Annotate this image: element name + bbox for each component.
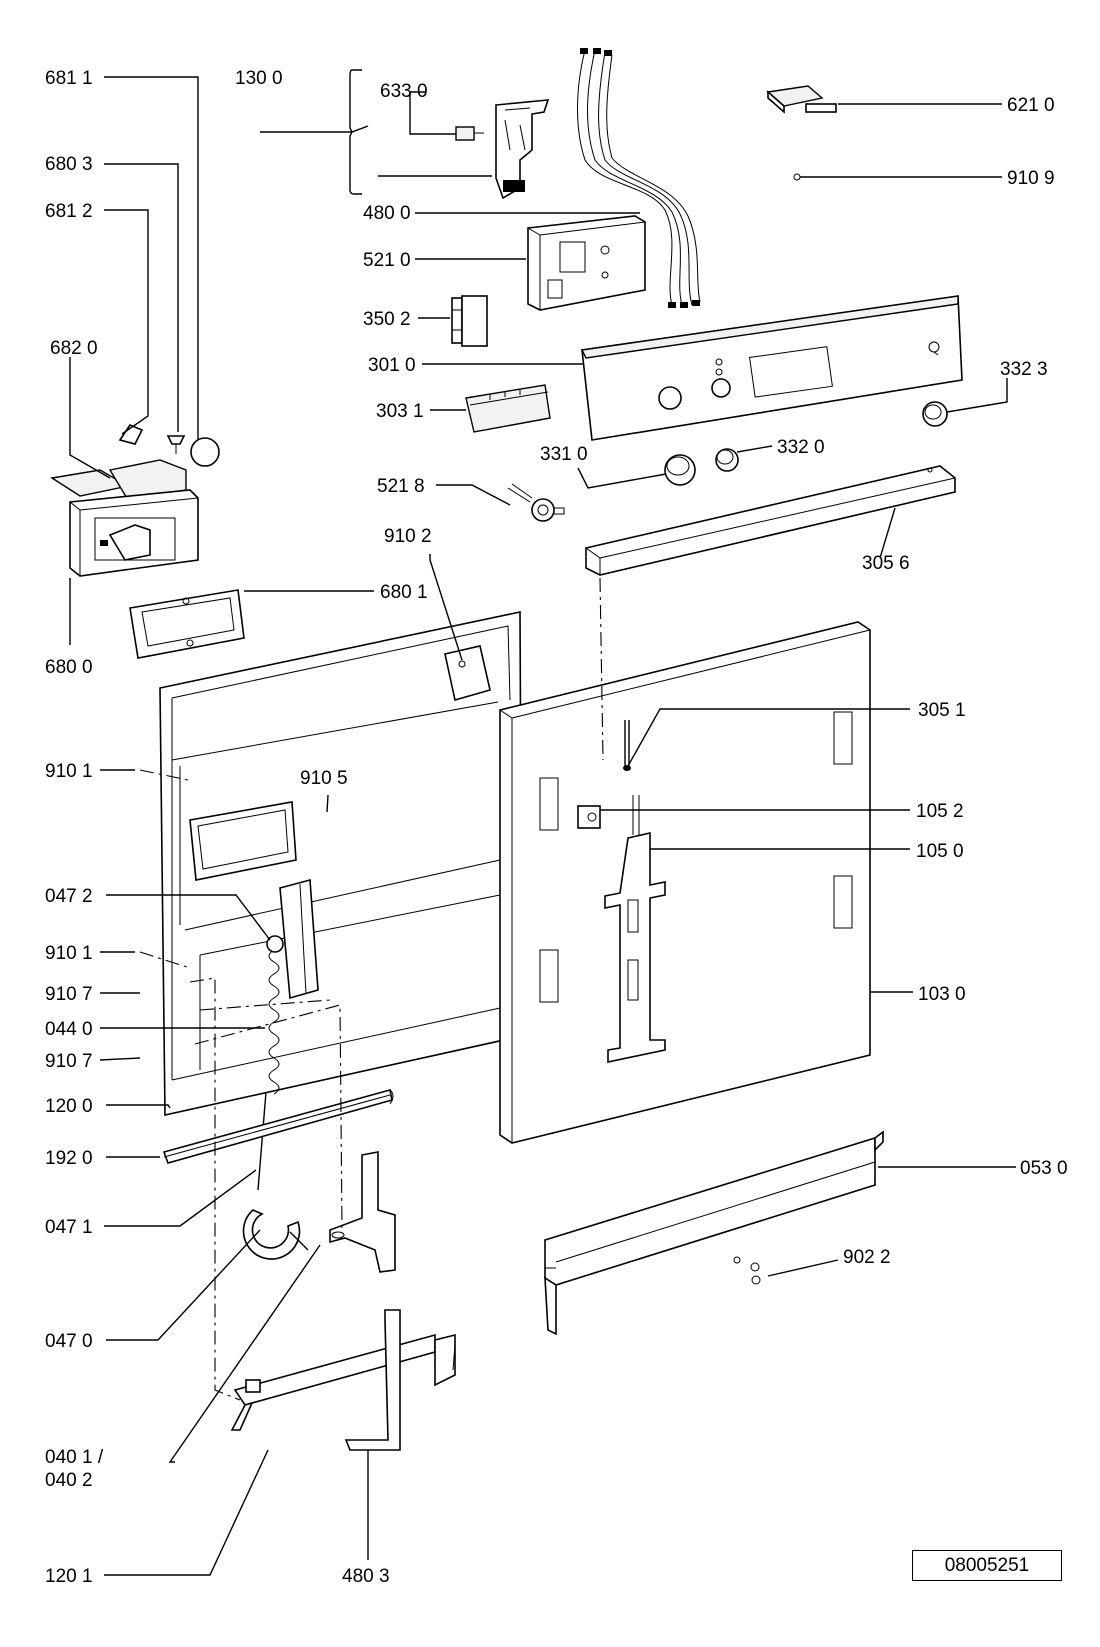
label-305-1: 305 1 [918,700,966,721]
part-521-8 [507,483,565,522]
label-621-0: 621 0 [1007,95,1055,116]
label-633-0: 633 0 [380,81,428,102]
label-681-1: 681 1 [45,68,93,89]
part-332-0 [715,448,739,472]
part-621-0 [766,85,837,114]
part-680-3 [166,435,186,454]
label-130-0: 130 0 [235,68,283,89]
label-682-0: 682 0 [50,338,98,359]
label-040-2: 040 2 [45,1470,93,1491]
part-192-0-strip [162,1089,394,1164]
part-303-1 [465,384,551,433]
assembly-lines [139,577,604,1401]
label-521-8: 521 8 [377,476,425,497]
part-120-0-inner-door [159,611,523,1116]
label-044-0: 044 0 [45,1019,93,1040]
label-910-5: 910 5 [300,768,348,789]
part-305-6 [585,465,956,576]
drawing-number: 08005251 [944,1554,1030,1576]
label-047-0: 047 0 [45,1331,93,1352]
label-480-3: 480 3 [342,1566,390,1587]
part-103-0-front-panel [499,621,871,1144]
label-681-2: 681 2 [45,201,93,222]
label-305-6: 305 6 [862,553,910,574]
part-902-2-screw [750,1262,761,1285]
label-332-0: 332 0 [777,437,825,458]
part-120-1-rail [230,1333,456,1431]
label-680-1: 680 1 [380,582,428,603]
label-192-0: 192 0 [45,1148,93,1169]
label-120-0: 120 0 [45,1096,93,1117]
label-053-0: 053 0 [1020,1158,1068,1179]
part-047-1-rod [257,1091,267,1191]
label-103-0: 103 0 [918,984,966,1005]
label-910-1-a: 910 1 [45,761,93,782]
part-331-0 [664,454,696,486]
label-303-1: 303 1 [376,401,424,422]
label-120-1: 120 1 [45,1566,93,1587]
label-047-2: 047 2 [45,886,93,907]
label-105-0: 105 0 [916,841,964,862]
part-681-1 [190,437,220,467]
label-680-3: 680 3 [45,154,93,175]
label-910-2: 910 2 [384,526,432,547]
part-053-0-plate [544,1130,884,1336]
leader-lines [69,69,1016,1576]
drawing-number-box: 08005251 [912,1550,1062,1581]
part-480-3-guide [344,1309,401,1451]
label-521-0: 521 0 [363,250,411,271]
label-480-0: 480 0 [363,203,411,224]
part-047-0-pulley [242,1209,309,1260]
part-633-0 [455,126,484,141]
part-480-0 [495,99,550,200]
label-910-7-a: 910 7 [45,984,93,1005]
label-350-2: 350 2 [363,309,411,330]
part-682-0-dispenser [50,459,199,577]
label-902-2: 902 2 [843,1247,891,1268]
label-910-9: 910 9 [1007,168,1055,189]
part-521-0 [527,215,646,311]
wiring-harness [577,48,701,308]
part-680-1 [129,589,245,659]
part-040-1-hinge [329,1151,396,1273]
part-301-0 [580,295,963,441]
label-910-7-b: 910 7 [45,1051,93,1072]
part-labels: 681 1 130 0 633 0 621 0 680 3 910 9 681 … [45,68,1068,1587]
label-331-0: 331 0 [540,444,588,465]
label-680-0: 680 0 [45,657,93,678]
label-332-3: 332 3 [1000,359,1048,380]
label-105-2: 105 2 [916,801,964,822]
label-040-1: 040 1 / [45,1447,104,1468]
label-910-1-b: 910 1 [45,943,93,964]
part-044-0-spring [266,935,284,1095]
part-332-3 [922,401,948,427]
label-301-0: 301 0 [368,355,416,376]
screw-910-9 [793,173,801,181]
part-350-2 [451,295,488,347]
label-047-1: 047 1 [45,1217,93,1238]
